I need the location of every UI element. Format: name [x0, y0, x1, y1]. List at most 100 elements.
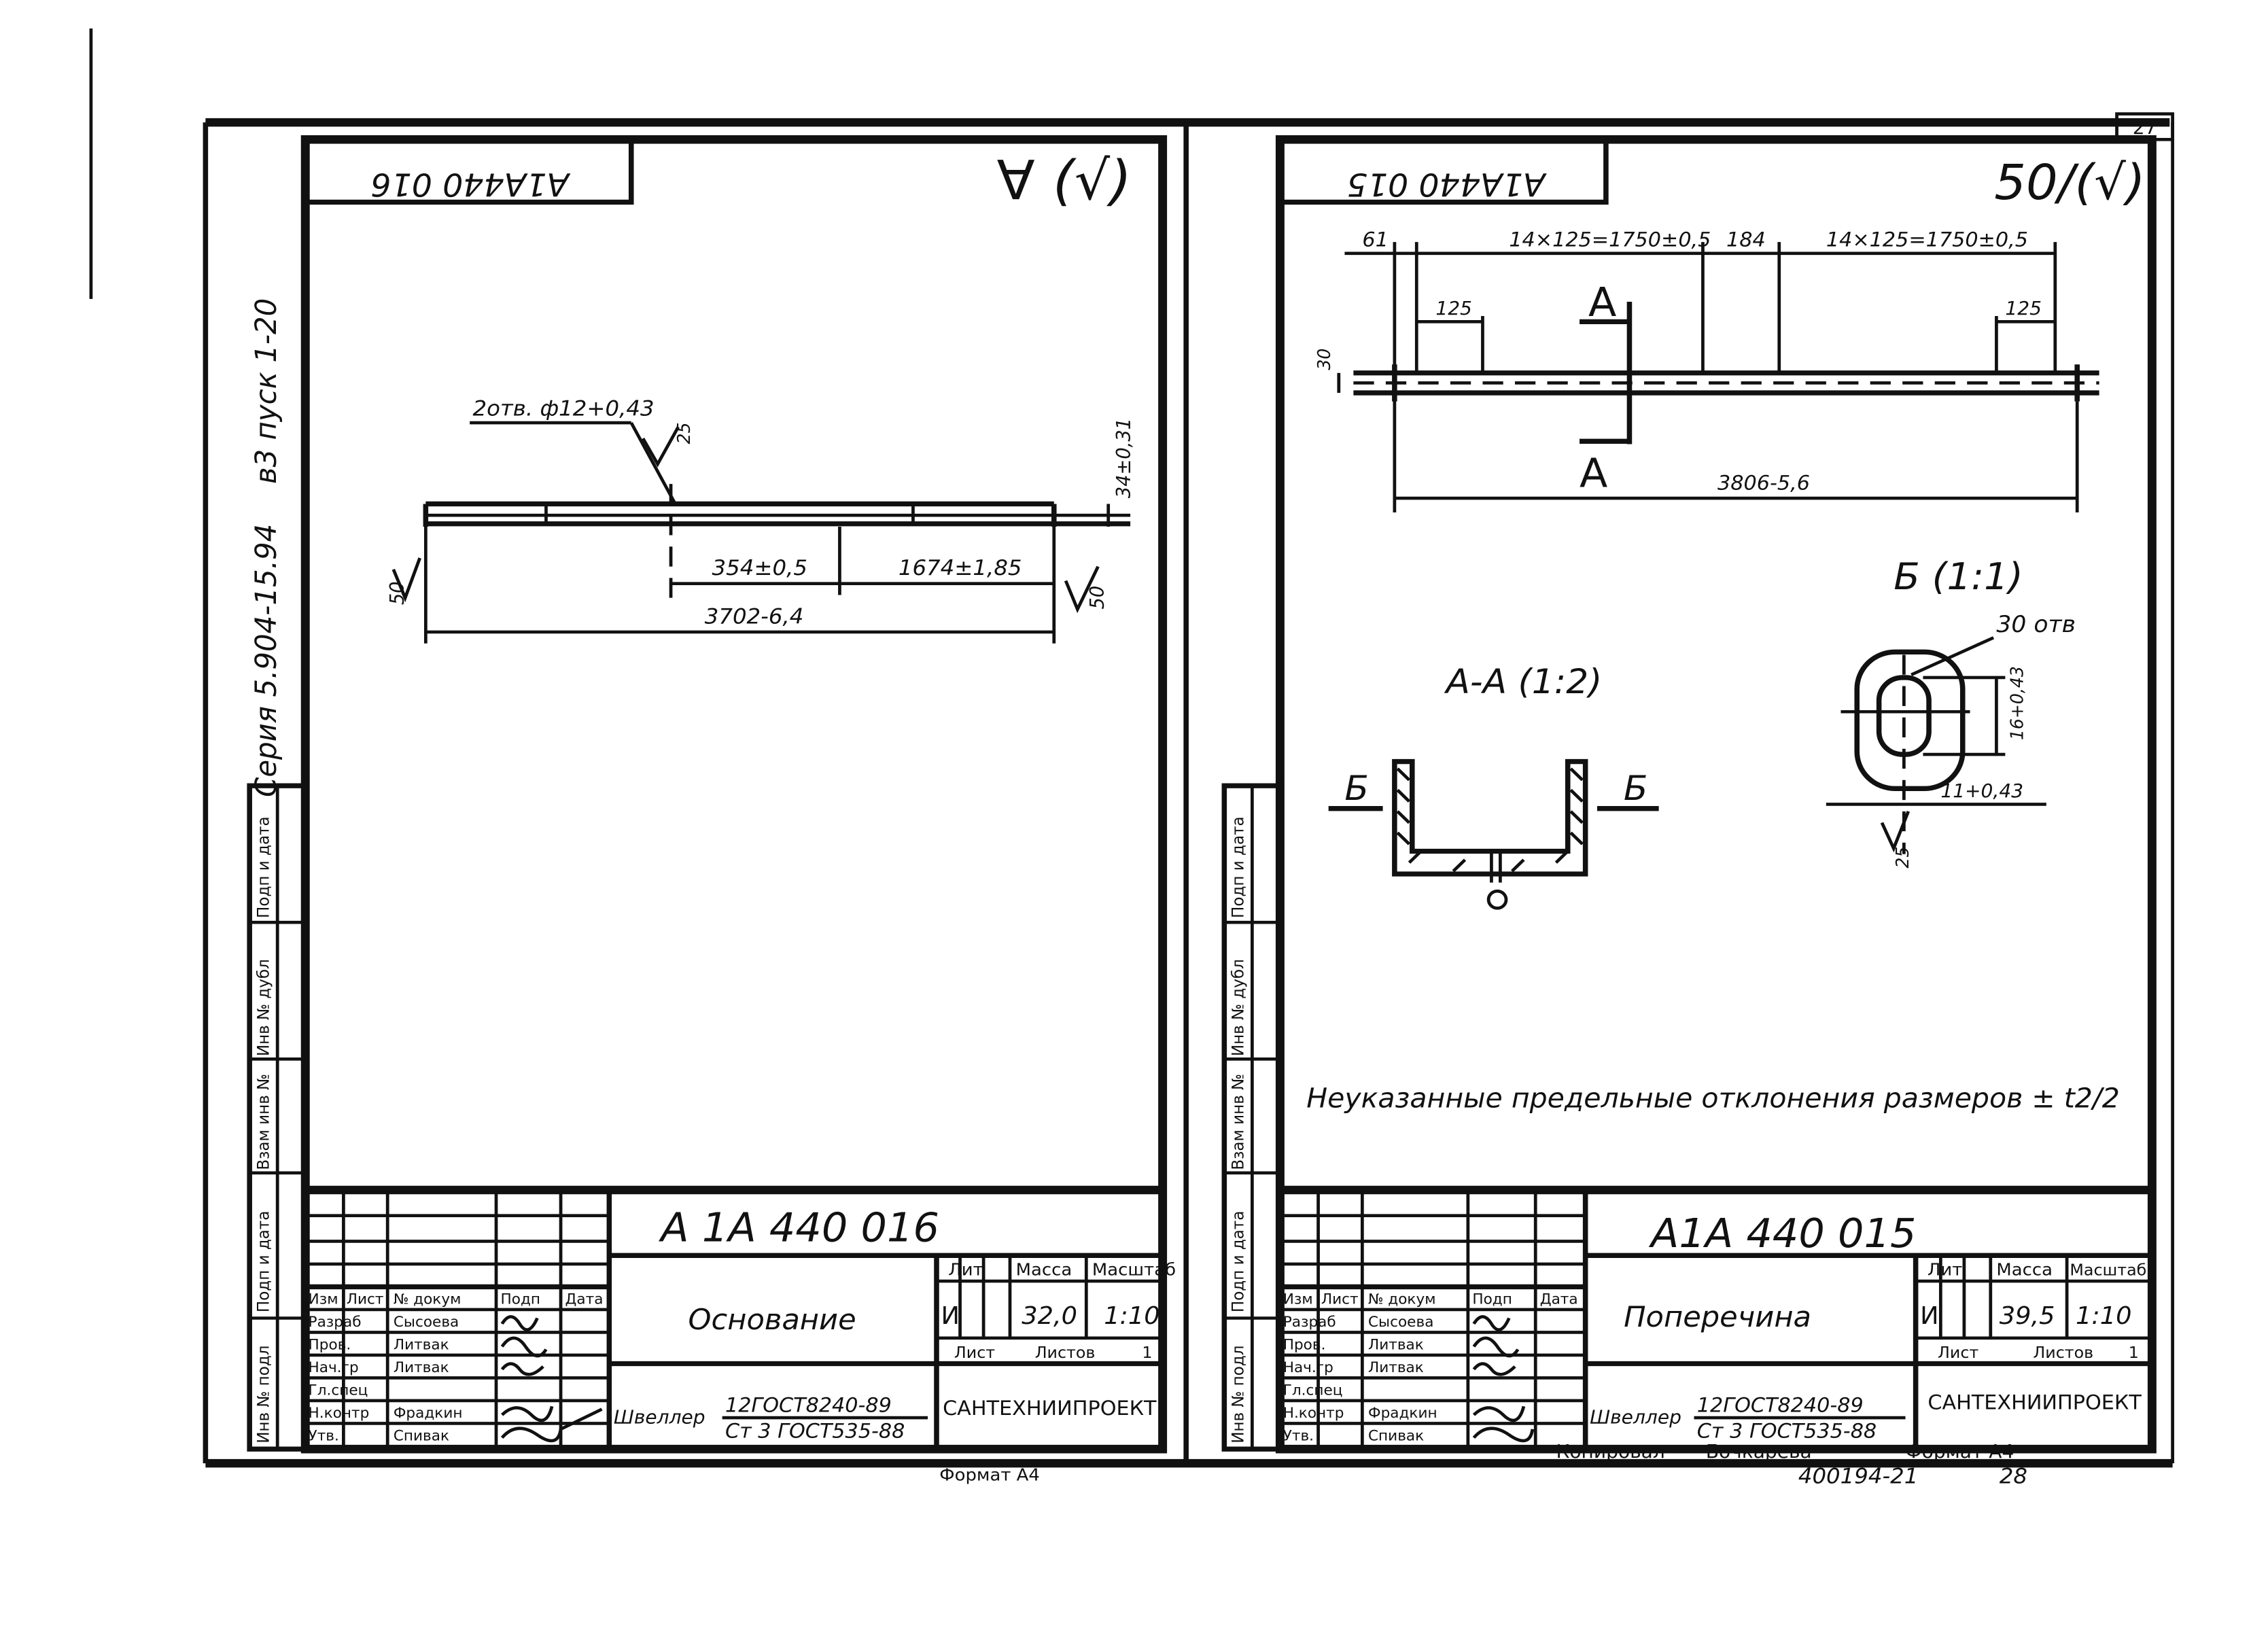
right-col-list: Лист — [1321, 1291, 1359, 1308]
left-roughness-mark: ∀ (√) — [997, 150, 1132, 213]
right-lit-value: И — [1920, 1301, 1938, 1329]
right-part-drawing: 61 14×125=1750±0,5 184 14×125=1750±0,5 1… — [1314, 228, 2099, 513]
right-top-code-box: А1А440 015 — [1280, 139, 1609, 205]
left-hole-roughness: 25 — [674, 423, 695, 444]
right-person-3: Литвак — [1368, 1359, 1424, 1376]
right-stamp-cell-3: Взам инв № — [1228, 1074, 1247, 1170]
left-dim-1674: 1674±1,85 — [899, 555, 1022, 580]
hole-width-dim: 11+0,43 — [1940, 780, 2023, 801]
left-stamp-cell-4: Подп и дата — [254, 1211, 273, 1313]
right-roughness-mark: 50/(√) — [1994, 155, 2145, 211]
issue-label: в3 пуск 1-20 — [249, 298, 283, 484]
left-sheets-label: Листов — [1035, 1343, 1096, 1362]
left-hdr-scale: Масштаб — [1092, 1260, 1176, 1280]
left-role-4: Гл.спец — [309, 1382, 368, 1399]
left-dim-holes: 2отв. ф12+0,43 — [472, 396, 654, 421]
right-dim-height: 30 — [1314, 349, 1334, 370]
footer-document-code: 400194-21 — [1798, 1463, 1919, 1488]
right-scale-value: 1:10 — [2076, 1301, 2131, 1329]
right-title-name: Поперечина — [1624, 1301, 1811, 1334]
left-dim-height: 34±0,31 — [1113, 418, 1136, 498]
left-material-top: 12ГОСТ8240-89 — [725, 1394, 892, 1417]
right-role-6: Утв. — [1283, 1428, 1314, 1445]
left-title-code: А 1А 440 016 — [658, 1205, 939, 1251]
view-b: Б (1:1) 30 отв 16+0,43 11+0,43 25 — [1826, 556, 2076, 869]
left-org: САНТЕХНИИПРОЕКТ — [943, 1397, 1157, 1420]
right-section-mark-top: А — [1588, 280, 1617, 326]
left-role-3: Нач.гр — [309, 1359, 359, 1376]
section-aa: А-А (1:2) Б Б — [1328, 663, 1659, 910]
left-role-6: Утв. — [309, 1428, 339, 1445]
left-col-date: Дата — [565, 1291, 604, 1308]
left-sheet: Серия 5.904-15.94 в3 пуск 1-20 Подп и да… — [247, 135, 1176, 1485]
right-stamp-cell-1: Подп и дата — [1228, 816, 1247, 918]
right-section-mark-bottom: А — [1580, 451, 1608, 497]
left-col-doc: № докум — [394, 1291, 461, 1308]
left-col-izm: Изм — [309, 1291, 338, 1308]
right-dim-184: 184 — [1726, 228, 1766, 251]
left-dim-354: 354±0,5 — [712, 555, 807, 580]
right-material-bottom: Ст 3 ГОСТ535-88 — [1697, 1420, 1877, 1443]
left-person-3: Литвак — [394, 1359, 449, 1376]
right-sheet: Подп и дата Инв № дубл Взам инв № Подп и… — [1221, 135, 2157, 1454]
tolerance-note: Неуказанные предельные отклонения размер… — [1306, 1082, 2120, 1114]
left-bevel-left: 50 — [386, 582, 409, 606]
left-stamp-cell-3: Взам инв № — [254, 1074, 273, 1170]
right-sheet-label: Лист — [1938, 1343, 1978, 1362]
left-mass-value: 32,0 — [1022, 1301, 1077, 1329]
right-stamp-cell-2: Инв № дубл — [1228, 959, 1247, 1056]
right-dim-total: 3806-5,6 — [1717, 472, 1810, 495]
left-person-2: Литвак — [394, 1337, 449, 1354]
section-aa-title: А-А (1:2) — [1444, 663, 1602, 702]
section-b-mark-right: Б — [1624, 769, 1648, 809]
right-stamp-cell-4: Подп и дата — [1228, 1211, 1247, 1313]
right-person-6: Спивак — [1368, 1428, 1424, 1445]
left-title-block: Изм Лист № докум Подп Дата Разраб Пров. … — [305, 1185, 1176, 1485]
right-title-block: Изм Лист № докум Подп Дата Разраб Пров. … — [1280, 1185, 2152, 1450]
footer-copier-name: Бочкарева — [1706, 1440, 1812, 1462]
left-material-bottom: Ст 3 ГОСТ535-88 — [725, 1420, 905, 1443]
right-dim-span-right: 14×125=1750±0,5 — [1826, 228, 2028, 251]
left-person-1: Сысоева — [394, 1314, 459, 1331]
right-hdr-mass: Масса — [1996, 1260, 2053, 1280]
left-title-name: Основание — [688, 1304, 856, 1337]
left-bevel-right: 50 — [1086, 586, 1109, 610]
holes-count: 30 отв — [1996, 611, 2076, 637]
outer-frame — [203, 118, 2174, 1468]
right-col-sign: Подп — [1472, 1291, 1512, 1308]
left-material-prefix: Швеллер — [614, 1406, 705, 1428]
left-top-code: А1А440 016 — [370, 166, 571, 202]
left-top-code-box: А1А440 016 — [305, 139, 634, 205]
right-col-izm: Изм — [1283, 1291, 1313, 1308]
view-b-title: Б (1:1) — [1894, 556, 2023, 599]
left-role-5: Н.контр — [309, 1405, 370, 1422]
right-dim-pitch-right: 125 — [2005, 297, 2042, 319]
left-scale-value: 1:10 — [1104, 1301, 1159, 1329]
left-role-2: Пров. — [309, 1337, 351, 1354]
left-stamp-cell-5: Инв № подл — [254, 1346, 273, 1444]
right-role-2: Пров. — [1283, 1337, 1326, 1354]
right-top-code: А1А440 015 — [1347, 166, 1548, 202]
right-sheets-label: Листов — [2033, 1343, 2093, 1362]
right-org: САНТЕХНИИПРОЕКТ — [1927, 1391, 2142, 1414]
corner-sheet-text: 27 — [2133, 116, 2157, 138]
section-b-mark-left: Б — [1344, 769, 1369, 809]
footer-copied-label: Копировал — [1556, 1440, 1664, 1462]
right-hdr-lit: Лит — [1927, 1260, 1963, 1280]
left-stamp-cell-1: Подп и дата — [254, 816, 273, 918]
right-col-doc: № докум — [1368, 1291, 1436, 1308]
right-mass-value: 39,5 — [2000, 1301, 2055, 1329]
left-person-6: Спивак — [394, 1428, 449, 1445]
left-role-1: Разраб — [309, 1314, 362, 1331]
right-stamp-cell-5: Инв № подл — [1228, 1346, 1247, 1444]
hole-height-dim: 16+0,43 — [2007, 666, 2027, 740]
series-label: Серия 5.904-15.94 — [249, 524, 283, 797]
right-role-1: Разраб — [1283, 1314, 1336, 1331]
right-person-5: Фрадкин — [1368, 1405, 1437, 1422]
right-person-2: Литвак — [1368, 1337, 1424, 1354]
right-role-4: Гл.спец — [1283, 1382, 1343, 1399]
footer-format: Формат А4 — [1906, 1440, 2014, 1462]
right-sheets-value: 1 — [2129, 1343, 2139, 1362]
left-sheets-value: 1 — [1142, 1343, 1152, 1362]
